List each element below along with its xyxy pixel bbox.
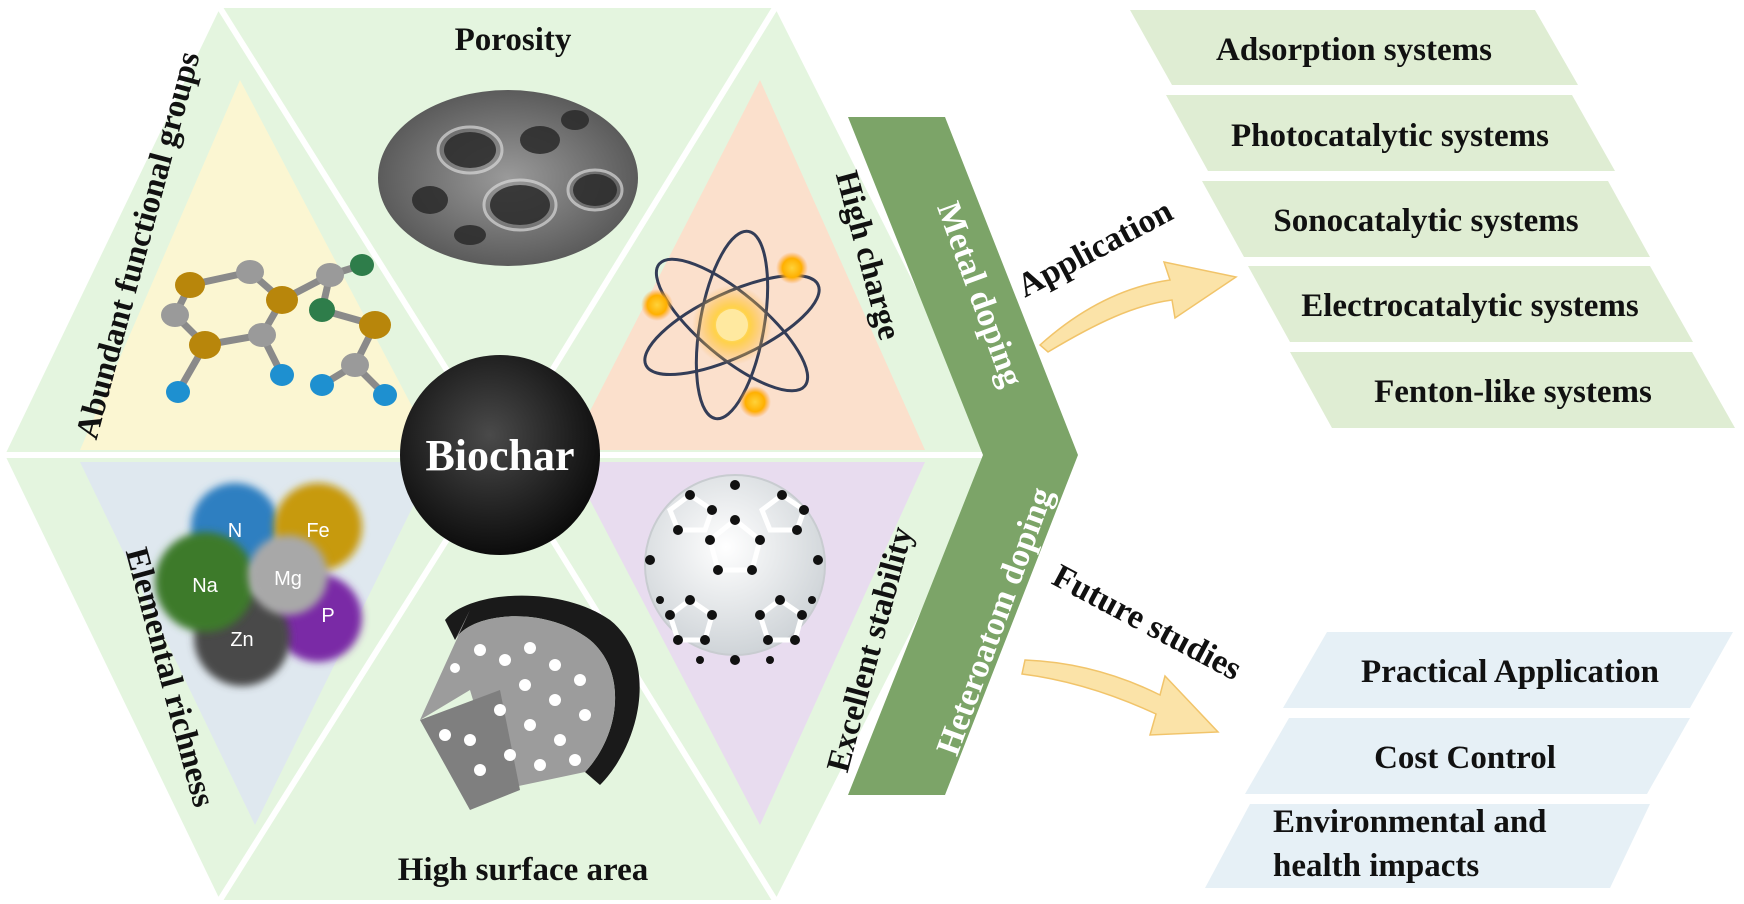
- biochar-label: Biochar: [425, 431, 574, 480]
- future-item: Cost Control: [1374, 740, 1556, 776]
- application-arrow: [1038, 260, 1238, 353]
- atom-image: [641, 229, 821, 421]
- future-item: Practical Application: [1361, 654, 1659, 690]
- application-box: [1290, 352, 1735, 428]
- future-item: health impacts: [1273, 848, 1479, 884]
- molecule-image: [161, 254, 397, 406]
- porosity-image: [378, 90, 638, 266]
- future-box: [1283, 632, 1733, 708]
- element-label: N: [228, 520, 242, 542]
- elements-image: N Fe Na Mg P Zn: [155, 483, 362, 686]
- future-box: [1205, 804, 1650, 888]
- fullerene-image: [644, 474, 826, 665]
- top-right-panel: [570, 80, 925, 450]
- application-item: Sonocatalytic systems: [1273, 203, 1578, 239]
- element-label: Mg: [274, 568, 302, 590]
- element-label: Na: [192, 575, 218, 597]
- future-item: Environmental and: [1273, 804, 1547, 840]
- doping-band: [848, 117, 1078, 795]
- application-box: [1130, 10, 1578, 85]
- application-box: [1202, 181, 1650, 257]
- future-studies-list: Practical Application Cost Control Envir…: [1205, 632, 1733, 888]
- application-item: Fenton-like systems: [1374, 374, 1652, 410]
- application-item: Adsorption systems: [1216, 32, 1492, 68]
- application-box: [1248, 266, 1693, 342]
- future-box: [1245, 718, 1690, 794]
- element-label: P: [321, 605, 334, 627]
- application-item: Photocatalytic systems: [1231, 118, 1549, 154]
- future-studies-arrow: [1021, 659, 1220, 736]
- element-label: Zn: [230, 629, 253, 651]
- property-label-porosity: Porosity: [455, 22, 572, 58]
- surface-sheet-image: [420, 595, 640, 810]
- element-label: Fe: [306, 520, 329, 542]
- application-item: Electrocatalytic systems: [1301, 288, 1639, 324]
- property-label-high-surface-area: High surface area: [398, 852, 649, 888]
- application-box: [1166, 95, 1615, 171]
- application-list: Adsorption systems Photocatalytic system…: [1130, 10, 1735, 428]
- biochar-center-image: [400, 355, 600, 555]
